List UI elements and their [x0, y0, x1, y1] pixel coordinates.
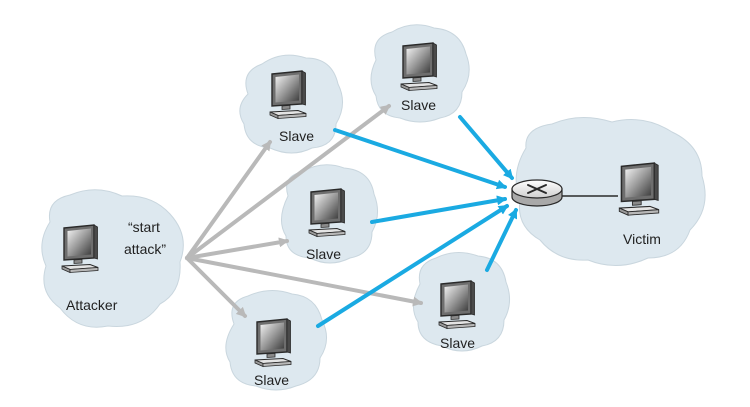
- slave-4-label: Slave: [254, 372, 289, 388]
- attack-arrows: [316, 115, 518, 328]
- slave-1-computer-icon: [269, 70, 307, 120]
- attacker-computer-icon: [61, 224, 99, 274]
- slave-4-computer-icon: [254, 318, 292, 368]
- attacker-label: Attacker: [66, 297, 118, 313]
- slave-5-computer-icon: [438, 280, 476, 330]
- command-arrows: [185, 104, 423, 318]
- slave-3-computer-icon: [308, 188, 346, 238]
- attacker-cloud: [41, 189, 184, 328]
- command-arrow-slave-1: [185, 140, 272, 260]
- router-icon: [511, 179, 563, 207]
- attack-arrow-slave-5: [485, 208, 518, 272]
- slave-2-computer-icon: [400, 42, 438, 92]
- slave-1-label: Slave: [279, 128, 314, 144]
- victim-cloud: [515, 117, 706, 266]
- attacker-command-line-1: “start: [128, 219, 160, 235]
- command-arrow-slave-2: [185, 104, 391, 260]
- victim-computer-icon: [618, 162, 660, 216]
- clouds: [41, 24, 706, 391]
- slave-2-label: Slave: [401, 97, 436, 113]
- command-arrow-slave-4: [185, 256, 247, 318]
- attack-arrow-slave-2: [458, 115, 514, 180]
- slave-3-label: Slave: [306, 246, 341, 262]
- slave-5-label: Slave: [440, 335, 475, 351]
- attacker-command-line-2: attack”: [124, 241, 166, 257]
- attack-arrow-slave-4: [316, 204, 509, 328]
- command-arrow-slave-3: [185, 237, 289, 260]
- victim-label: Victim: [623, 231, 661, 247]
- command-arrow-slave-5: [185, 256, 423, 307]
- attack-arrow-slave-3: [370, 195, 507, 224]
- attack-arrow-slave-1: [333, 128, 507, 190]
